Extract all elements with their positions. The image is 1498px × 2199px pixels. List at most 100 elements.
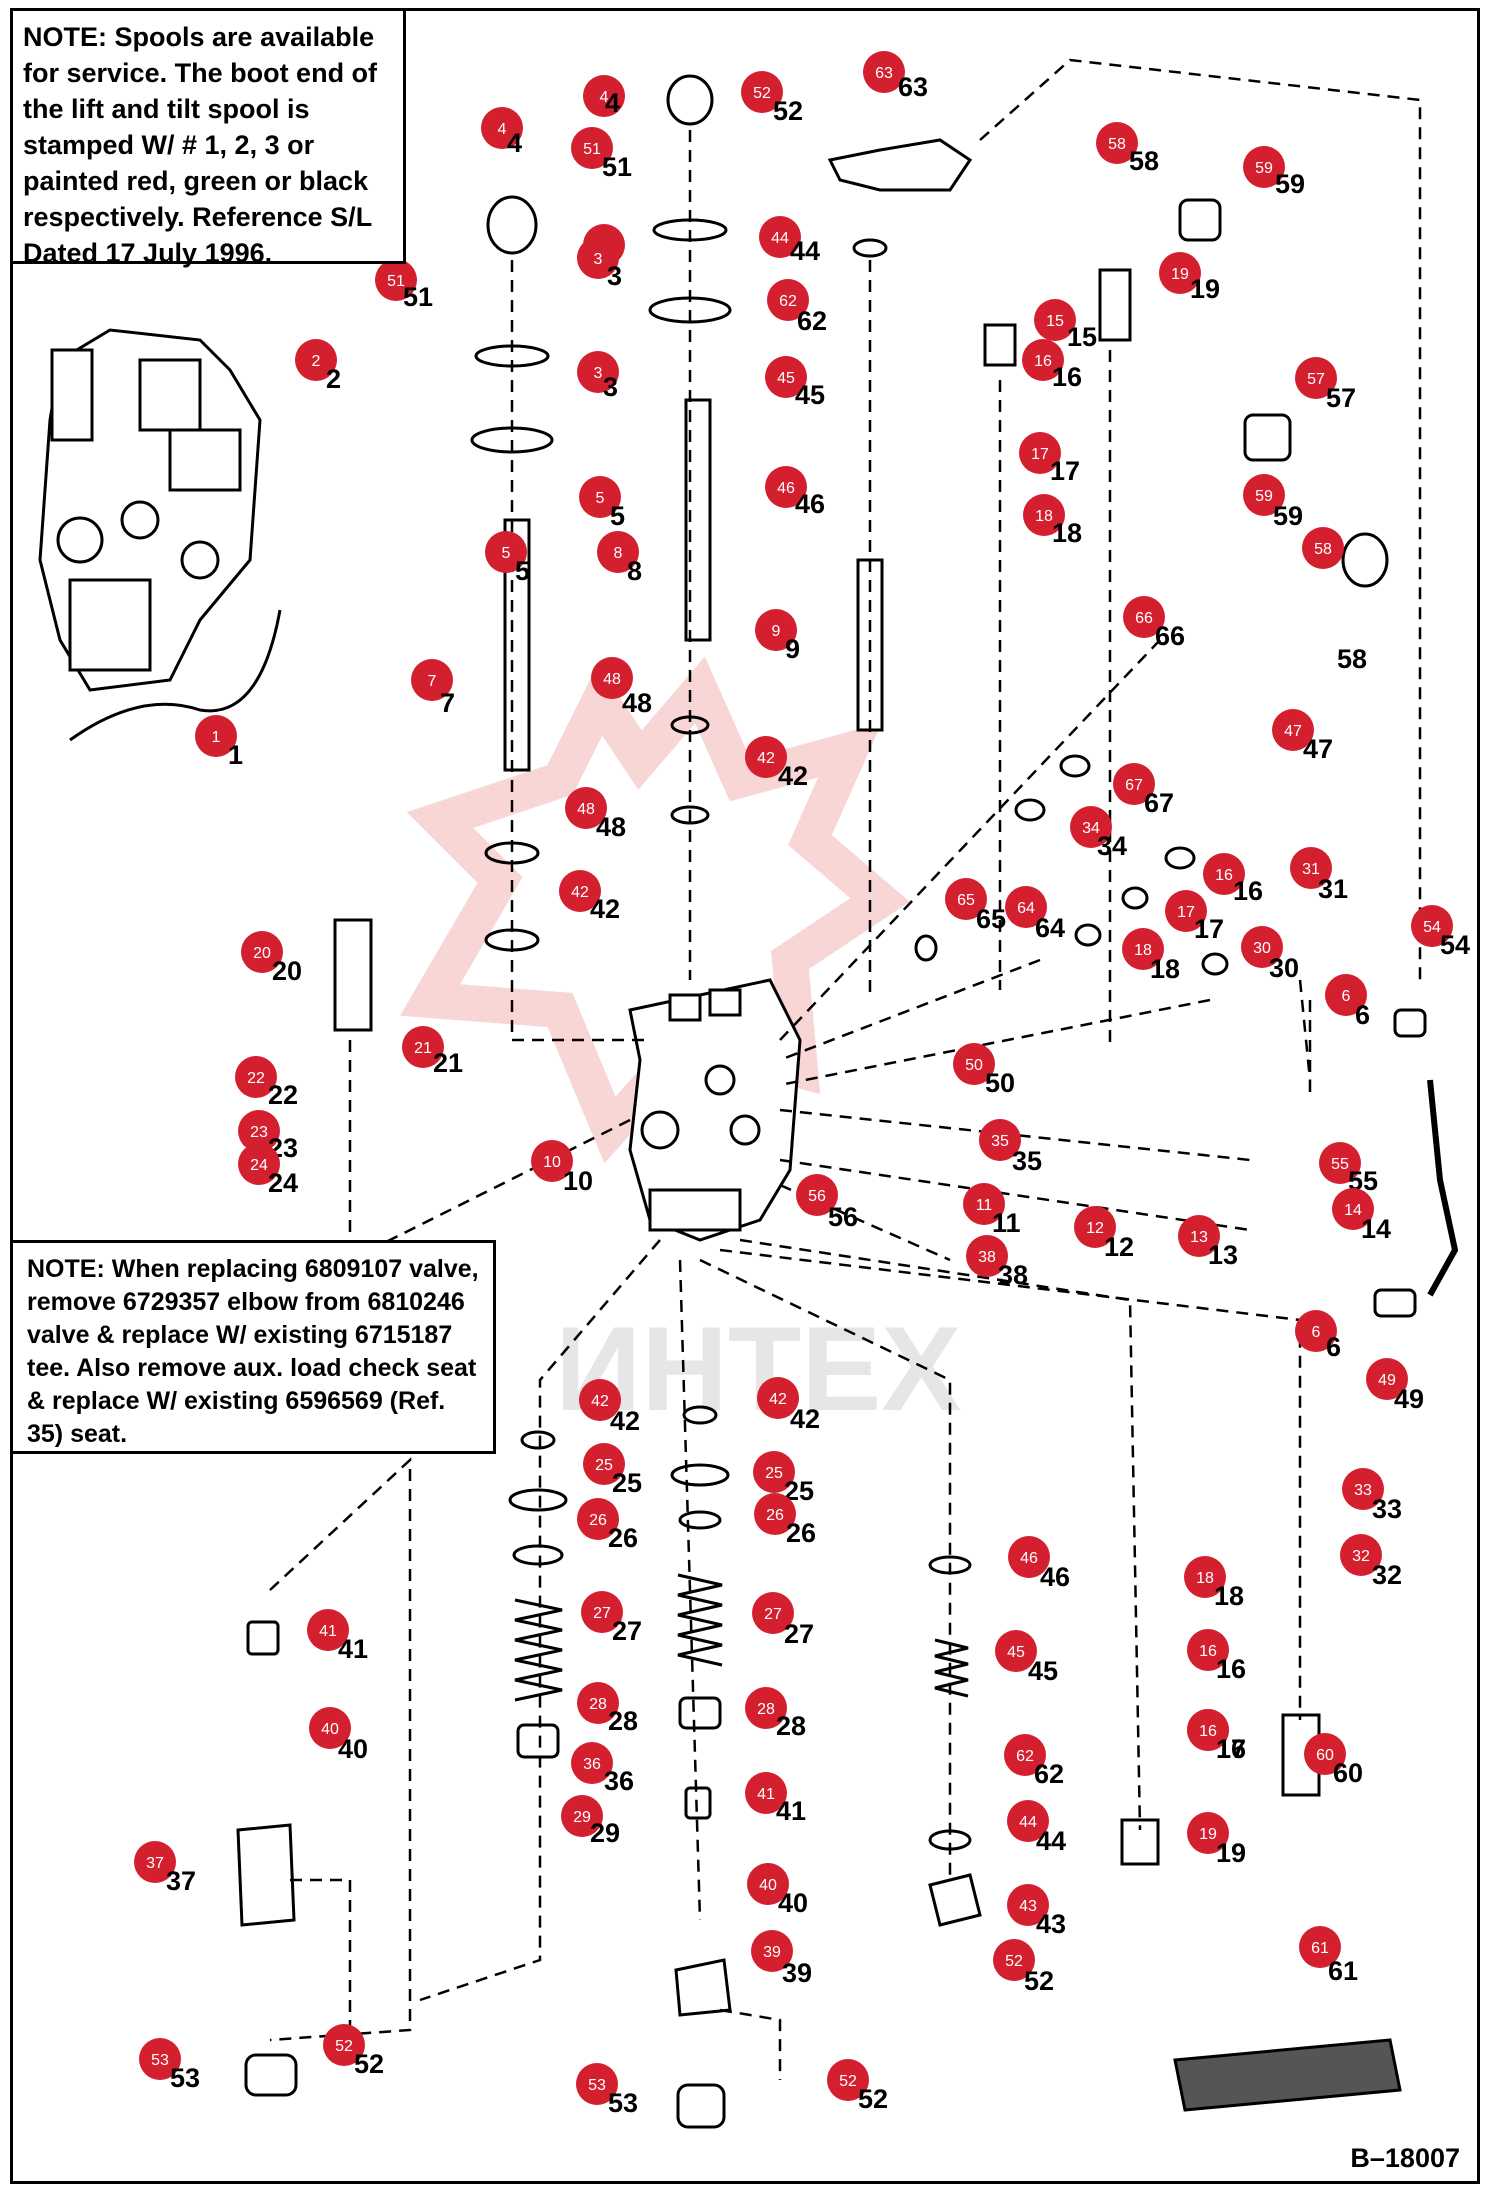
callout-label: 44 — [1036, 1826, 1066, 1856]
callout-label: 41 — [338, 1634, 368, 1664]
callout-badge — [571, 1742, 613, 1784]
note-text: Spools are available for service. The bo… — [23, 22, 378, 268]
callout-badge — [979, 1119, 1021, 1161]
callout-badge-number: 33 — [1354, 1482, 1372, 1499]
callout-badge-number: 26 — [589, 1512, 607, 1529]
callout-badge — [565, 787, 607, 829]
callout-label: 8 — [627, 556, 642, 586]
callout-label: 28 — [608, 1706, 638, 1736]
callout-badge — [1187, 1629, 1229, 1671]
callout-badge — [579, 476, 621, 518]
callout-badge — [295, 339, 337, 381]
callout-label: 43 — [1036, 1909, 1066, 1939]
callout-label: 37 — [166, 1866, 196, 1896]
callout-badge — [1184, 1556, 1226, 1598]
callout-9: 99 — [755, 609, 800, 664]
callout-label: 5 — [610, 501, 625, 531]
valve-assembly-illustration — [38, 328, 282, 742]
callout-label: 1 — [228, 740, 243, 770]
callout-8: 88 — [597, 531, 642, 586]
callout-label: 21 — [433, 1048, 463, 1078]
callout-badge — [375, 259, 417, 301]
callout-badge-number: 47 — [1284, 723, 1302, 740]
callout-badge-number: 15 — [1046, 313, 1064, 330]
callout-badge-number: 42 — [769, 1391, 787, 1408]
callout-badge — [755, 609, 797, 651]
callout-label: 22 — [268, 1080, 298, 1110]
callout-badge-number: 23 — [250, 1124, 268, 1141]
callout-badge-number: 5 — [502, 545, 511, 562]
callout-badge-number: 35 — [991, 1133, 1009, 1150]
callout-label: 11 — [992, 1208, 1021, 1238]
callout-badge — [751, 1930, 793, 1972]
callout-label: 58 — [1129, 146, 1159, 176]
callout-badge-number: 58 — [1108, 136, 1126, 153]
callout-2: 22 — [295, 339, 341, 394]
callout-1: 11 — [195, 715, 243, 770]
callout-badge — [767, 279, 809, 321]
callout-label: 17 — [1050, 456, 1080, 486]
callout-badge — [1023, 494, 1065, 536]
callout-badge — [993, 1939, 1035, 1981]
callout-badge — [1187, 1812, 1229, 1854]
callout-label: 18 — [1150, 954, 1180, 984]
callout-badge — [583, 75, 625, 117]
callout-label: 12 — [1104, 1232, 1134, 1262]
callout-label: 52 — [354, 2049, 384, 2079]
callout-label: 16 — [1233, 876, 1263, 906]
callout-label: 49 — [1394, 1384, 1424, 1414]
solenoid-57 — [1243, 413, 1292, 462]
callout-badge — [1096, 122, 1138, 164]
callout-badge-number: 2 — [312, 353, 321, 370]
callout-badge-number: 53 — [588, 2077, 606, 2094]
callout-badge — [577, 1498, 619, 1540]
callout-label: 63 — [898, 72, 928, 102]
callout-badge-number: 41 — [319, 1623, 337, 1640]
callout-badge-number: 27 — [593, 1605, 611, 1622]
callout-badge — [238, 1110, 280, 1152]
spring-27-left — [514, 1598, 563, 1702]
callout-badge-number: 57 — [1307, 371, 1325, 388]
callout-badge — [1007, 1884, 1049, 1926]
callout-badge — [995, 1630, 1037, 1672]
callout-badge — [745, 736, 787, 778]
callout-badge — [765, 356, 807, 398]
callout-badge — [741, 71, 783, 113]
solenoid-59-top — [1178, 198, 1222, 242]
callout-label: 41 — [776, 1796, 806, 1826]
callout-badge — [752, 1592, 794, 1634]
callout-badge — [411, 659, 453, 701]
callout-badge — [481, 107, 523, 149]
callout-label: 52 — [773, 96, 803, 126]
callout-badge-number: 45 — [777, 370, 795, 387]
callout-badge-number: 26 — [766, 1507, 784, 1524]
callout-badge-number: 6 — [1312, 1324, 1321, 1341]
callout-badge — [577, 351, 619, 393]
callout-badge-number: 58 — [1314, 541, 1332, 558]
callout-label: 64 — [1035, 913, 1065, 943]
